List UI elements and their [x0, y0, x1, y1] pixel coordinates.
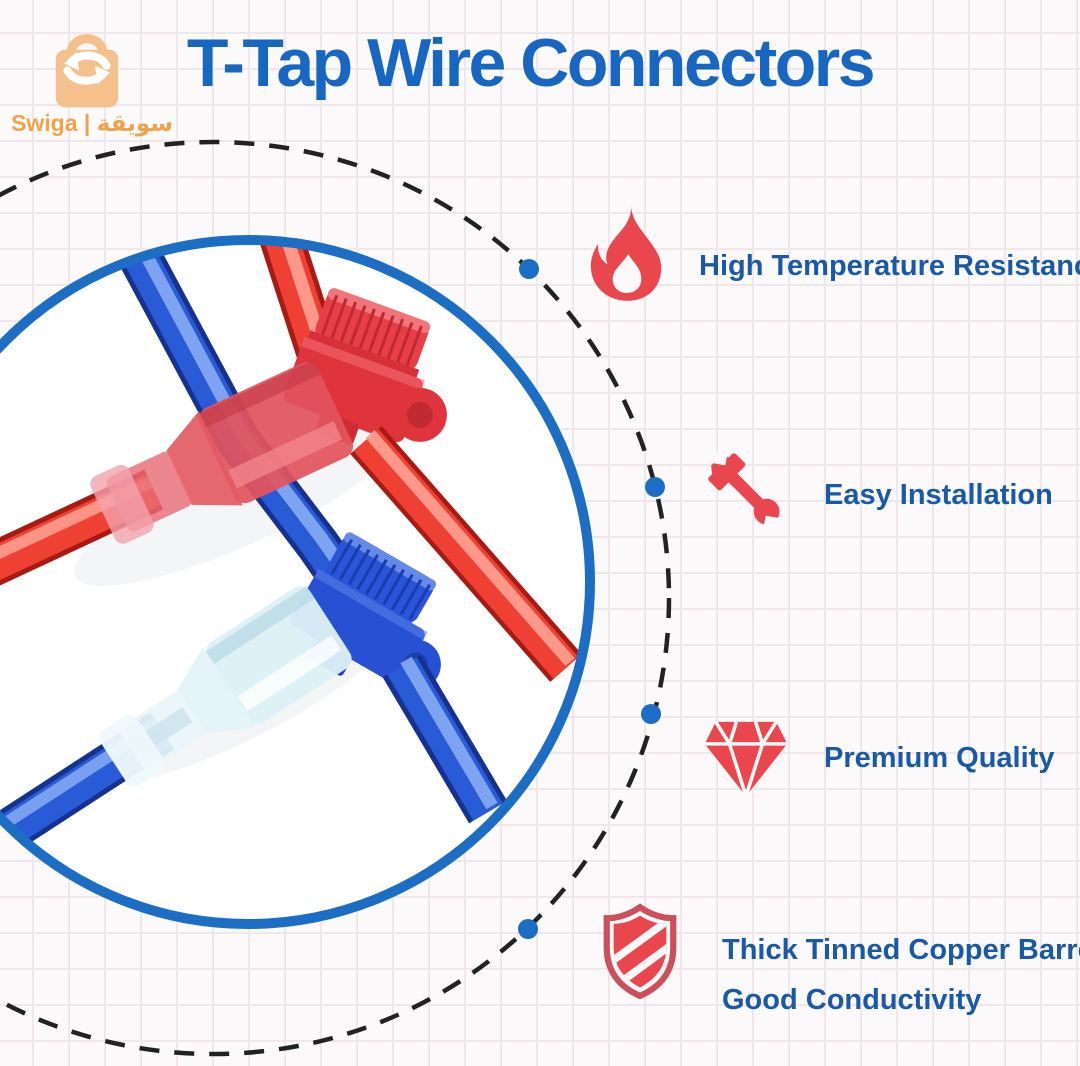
feature-label-copper-barrel: Thick Tinned Copper Barrel	[722, 934, 1080, 966]
flame-icon	[590, 203, 662, 301]
guide-dot-2	[645, 477, 665, 497]
feature-label-easy-installation: Easy Installation	[824, 479, 1053, 511]
blue-main-wire-tip	[383, 654, 507, 824]
dashed-guide-circle	[0, 139, 672, 1057]
feature-label-premium-quality: Premium Quality	[824, 742, 1055, 774]
swap-arrows-icon	[63, 51, 111, 85]
diamond-icon	[704, 720, 788, 797]
tools-icon	[708, 452, 780, 529]
wrench-glyph	[711, 452, 780, 529]
brand-name: Swiga | سويقة	[11, 110, 173, 136]
guide-dot-3	[641, 704, 661, 724]
white-spade-connector	[0, 585, 352, 881]
brand-logo	[55, 34, 119, 108]
guide-dot-1	[519, 259, 539, 279]
feature-label-high-temperature: High Temperature Resistance	[699, 250, 1080, 282]
feature-label-good-conductivity: Good Conductivity	[722, 984, 982, 1016]
bag-handle	[66, 34, 108, 59]
red-main-wire-lower	[350, 426, 582, 682]
product-photo	[0, 240, 582, 881]
page-title: T-Tap Wire Connectors	[186, 25, 876, 101]
guide-dot-4	[518, 919, 538, 939]
shield-icon	[603, 903, 677, 1000]
photo-circle-border	[0, 235, 595, 929]
red-spade-connector	[0, 359, 354, 620]
